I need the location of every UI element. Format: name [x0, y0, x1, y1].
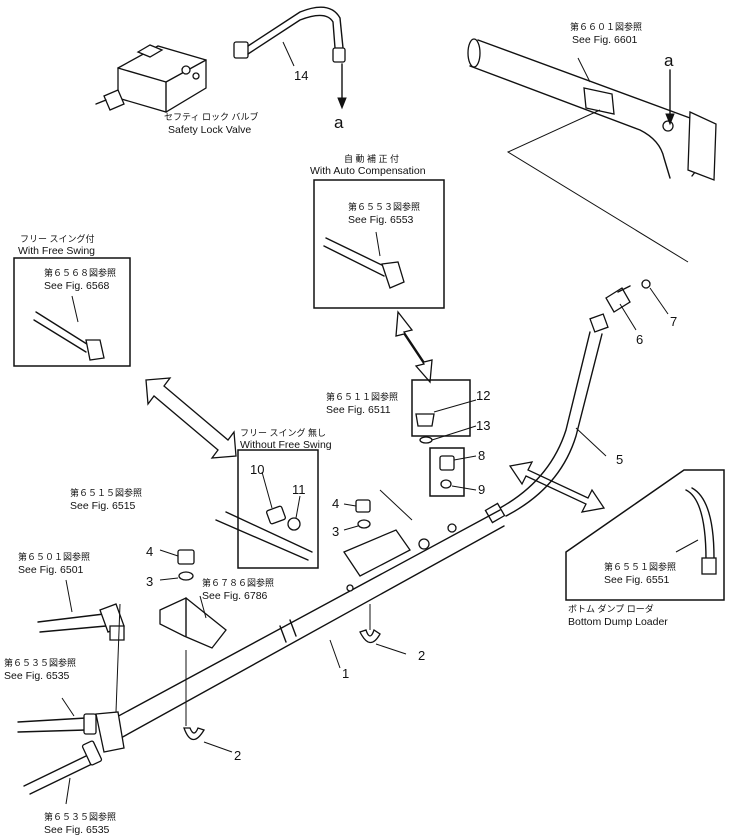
- fig6601-label-en: See Fig. 6601: [572, 34, 638, 46]
- safety-lock-valve: [95, 44, 207, 113]
- bottom-dump-label-jp: ボトム ダンプ ローダ: [568, 603, 654, 614]
- part-2b-number: 2: [234, 748, 241, 763]
- part-9-number: 9: [478, 482, 485, 497]
- hose-5: [484, 279, 669, 524]
- left-lines: [17, 579, 125, 805]
- fig6535a-label-en: See Fig. 6535: [4, 670, 70, 682]
- no-free-swing-label-en: Without Free Swing: [240, 439, 332, 451]
- auto-comp-label-jp: 自 動 補 正 付: [344, 153, 399, 164]
- part-4a-number: 4: [146, 544, 153, 559]
- hose-14: [233, 6, 347, 110]
- part-8-number: 8: [478, 448, 485, 463]
- no-free-swing-label-jp: フリー スイング 無し: [240, 427, 326, 438]
- fig6786-label-jp: 第６７８６図参照: [202, 577, 274, 588]
- top-right-pipe: [467, 38, 717, 263]
- free-swing-box: [13, 257, 131, 367]
- fig6553-label-en: See Fig. 6553: [348, 214, 414, 226]
- part-12-number: 12: [476, 388, 490, 403]
- fig6535a-label-jp: 第６５３５図参照: [4, 657, 76, 668]
- part-14-number: 14: [294, 68, 308, 83]
- fig6786-label-en: See Fig. 6786: [202, 590, 268, 602]
- fig6515-label-jp: 第６５１５図参照: [70, 487, 142, 498]
- part-10-number: 10: [250, 462, 264, 477]
- labels: セフティ ロック バルブ Safety Lock Valve 14 a 第６６０…: [4, 21, 677, 836]
- part-3a-number: 3: [146, 574, 153, 589]
- bottom-dump-label-en: Bottom Dump Loader: [568, 616, 668, 628]
- fig6511-label-en: See Fig. 6511: [326, 404, 391, 416]
- main-pipe-1: [95, 509, 505, 753]
- free-swing-label-jp: フリー スイング付: [20, 233, 95, 244]
- fig6535b-label-en: See Fig. 6535: [44, 824, 110, 836]
- detail-boxes: [411, 379, 477, 497]
- part-5-number: 5: [616, 452, 623, 467]
- fig6511-label-jp: 第６５１１図参照: [326, 391, 398, 402]
- fig6601-label-jp: 第６６０１図参照: [570, 21, 642, 32]
- part-4b-number: 4: [332, 496, 339, 511]
- bottom-dump-box: [565, 469, 725, 601]
- safety-lock-label-jp: セフティ ロック バルブ: [164, 111, 258, 122]
- without-free-swing-box: [237, 449, 319, 569]
- fig6501-label-en: See Fig. 6501: [18, 564, 84, 576]
- fig6501-label-jp: 第６５０１図参照: [18, 551, 90, 562]
- auto-comp-label-en: With Auto Compensation: [310, 165, 426, 177]
- part-7-number: 7: [670, 314, 677, 329]
- double-arrows: [145, 310, 606, 513]
- part-3b-number: 3: [332, 524, 339, 539]
- fittings: [115, 489, 413, 753]
- part-2a-number: 2: [418, 648, 425, 663]
- part-1-number: 1: [342, 666, 349, 681]
- fig6568-label-jp: 第６５６８図参照: [44, 267, 116, 278]
- part-11-number: 11: [292, 482, 306, 497]
- fig6568-label-en: See Fig. 6568: [44, 280, 110, 292]
- part-6-number: 6: [636, 332, 643, 347]
- part-13-number: 13: [476, 418, 490, 433]
- auto-compensation-box: [313, 179, 445, 309]
- fig6553-label-jp: 第６５５３図参照: [348, 201, 420, 212]
- connection-mark-a2: a: [664, 51, 674, 70]
- free-swing-label-en: With Free Swing: [18, 245, 95, 257]
- safety-lock-label-en: Safety Lock Valve: [168, 124, 251, 136]
- fig6515-label-en: See Fig. 6515: [70, 500, 136, 512]
- connection-mark-a1: a: [334, 113, 344, 132]
- fig6551-label-jp: 第６５５１図参照: [604, 561, 676, 572]
- fig6535b-label-jp: 第６５３５図参照: [44, 811, 116, 822]
- fig6551-label-en: See Fig. 6551: [604, 574, 670, 586]
